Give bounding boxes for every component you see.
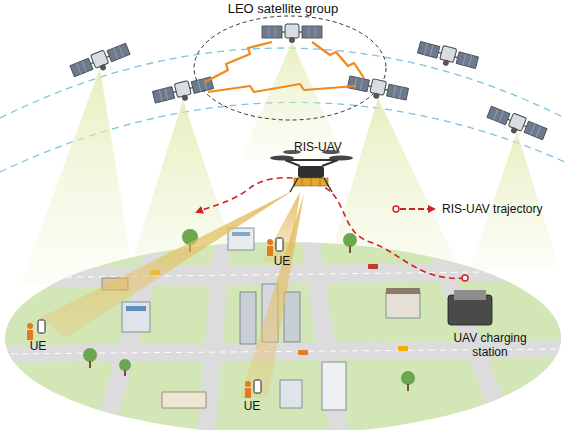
- ris-uav-part: [294, 178, 328, 186]
- trajectory-path: [197, 178, 465, 279]
- trees-part: [401, 371, 415, 385]
- ris-uav-part: [302, 178, 303, 186]
- satellites: [69, 24, 548, 144]
- ris-uav-part: [270, 156, 294, 161]
- user-equipment-part: [38, 320, 45, 333]
- satellite-link-part: [312, 42, 364, 78]
- legend-text: RIS-UAV trajectory: [442, 202, 542, 216]
- buildings-part: [232, 232, 250, 236]
- legend-row: RIS-UAV trajectory: [392, 202, 542, 216]
- ris-uav-part: [290, 178, 298, 192]
- buildings-part: [228, 228, 254, 250]
- ris-uav-part: [298, 166, 324, 178]
- uav-beams-part: [40, 190, 294, 338]
- buildings-part: [386, 288, 420, 294]
- satellite-beams-part: [470, 132, 560, 270]
- satellites-part: [485, 104, 548, 144]
- uav-beams: [40, 190, 304, 398]
- legend-sample: [393, 206, 399, 212]
- legend-sample: [392, 203, 438, 215]
- ue-label: UE: [18, 340, 58, 354]
- uav-beams-part: [240, 194, 304, 398]
- satellite-link-part: [205, 42, 272, 82]
- ris-uav-part: [311, 178, 312, 186]
- ris-uav-part: [329, 156, 353, 161]
- roads-part: [300, 230, 350, 430]
- legend-sample: [428, 205, 436, 213]
- user-equipment-part: [254, 380, 261, 393]
- buildings-part: [284, 292, 300, 342]
- buildings-part: [454, 290, 486, 300]
- buildings-part: [162, 392, 206, 408]
- user-equipment-part: [267, 239, 273, 245]
- user-equipment-part: [245, 388, 251, 398]
- satellite-link: [205, 42, 364, 92]
- user-equipment-part: [27, 330, 33, 340]
- ris-uav-part: [285, 159, 338, 161]
- ris-uav: [270, 150, 353, 192]
- satellites-part: [262, 24, 322, 43]
- uav-label: RIS-UAV: [278, 141, 358, 155]
- ue-label: UE: [232, 400, 272, 414]
- trees-part: [407, 384, 409, 391]
- roads: [0, 230, 565, 430]
- user-equipment-part: [245, 381, 251, 387]
- ue-label: UE: [262, 255, 302, 269]
- trees-part: [124, 370, 126, 376]
- user-equipment-part: [27, 323, 33, 329]
- legend-sample: [400, 208, 430, 210]
- ris-uav-part: [322, 160, 338, 166]
- buildings-part: [322, 362, 346, 410]
- cars-part: [368, 264, 378, 269]
- ris-uav-part: [324, 178, 332, 192]
- buildings-part: [126, 306, 146, 311]
- satellite-beams-part: [20, 68, 135, 285]
- trees-part: [119, 359, 131, 371]
- satellites-part: [69, 41, 132, 81]
- trees: [83, 229, 415, 391]
- user-equipment: [27, 238, 283, 398]
- roads-part: [420, 230, 520, 430]
- buildings-part: [240, 292, 256, 344]
- user-equipment-part: [267, 246, 273, 256]
- trees-part: [89, 361, 91, 368]
- satellite-beams: [20, 42, 560, 300]
- trajectory-start: [462, 275, 468, 281]
- cars-part: [398, 346, 408, 351]
- trees-part: [343, 233, 357, 247]
- satellites-part: [416, 40, 479, 74]
- satellites-part: [346, 74, 409, 105]
- group-label: LEO satellite group: [203, 2, 363, 17]
- station-label: UAV charging station: [449, 332, 531, 360]
- buildings: [102, 228, 492, 410]
- buildings-part: [280, 380, 302, 408]
- satellites-part: [152, 75, 215, 108]
- ris-uav-part: [285, 160, 300, 166]
- cars-part: [298, 350, 308, 355]
- buildings-part: [386, 292, 420, 318]
- trees-part: [349, 246, 351, 253]
- trees-part: [83, 348, 97, 362]
- buildings-part: [122, 302, 150, 332]
- ris-uav-part: [320, 178, 321, 186]
- user-equipment-part: [276, 238, 283, 251]
- satellite-link-part: [208, 84, 356, 92]
- group-ellipse: [194, 16, 386, 120]
